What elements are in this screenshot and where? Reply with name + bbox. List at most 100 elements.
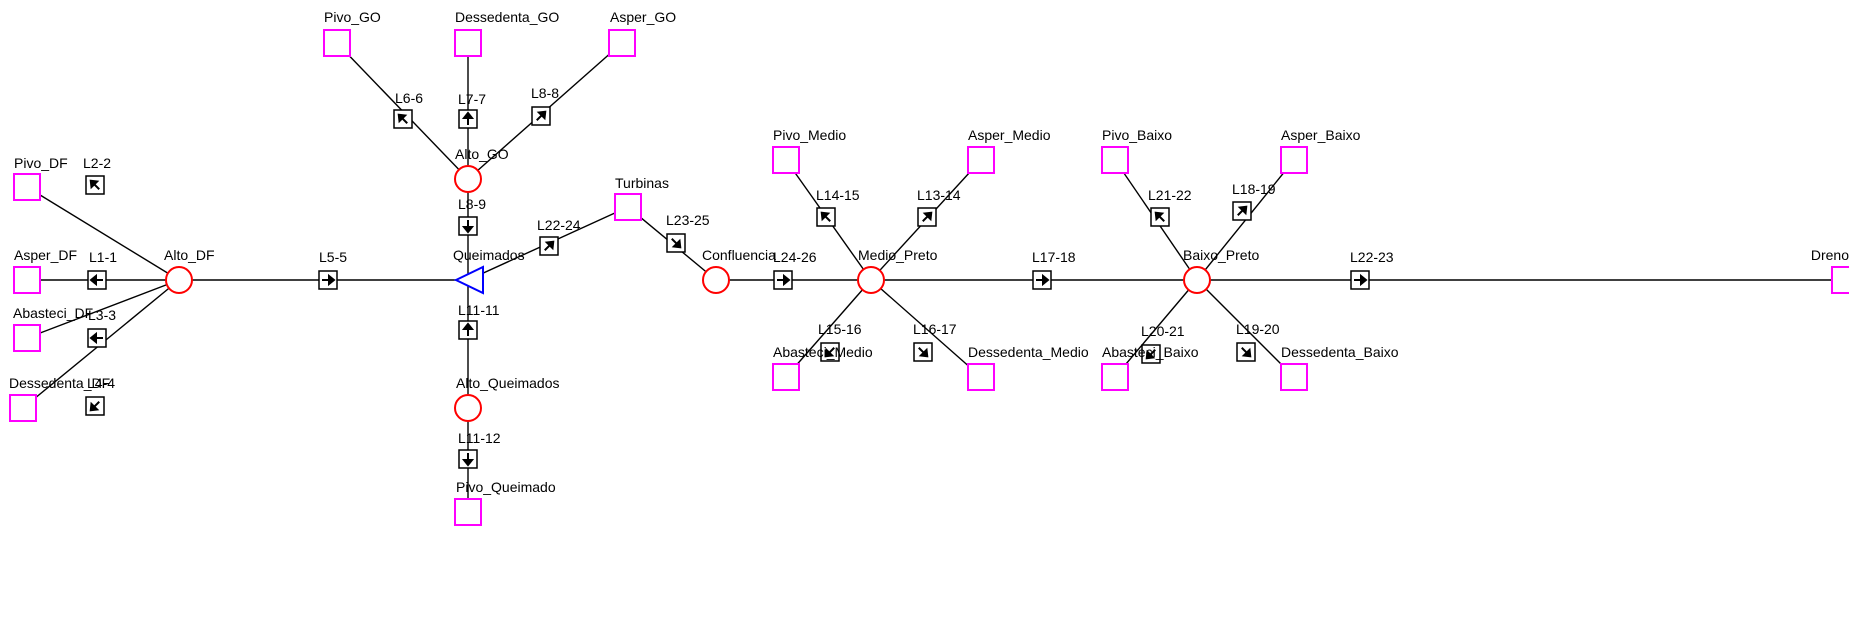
link-marker-l15-16[interactable] <box>820 342 840 362</box>
link-label-l2-2: L2-2 <box>83 155 111 171</box>
link-marker-l6-6[interactable] <box>393 109 413 129</box>
node-abasteci-baixo[interactable] <box>1101 363 1129 391</box>
arrow-left-icon <box>89 331 103 345</box>
link-line-l19-20[interactable] <box>1196 279 1295 378</box>
link-label-l14-15: L14-15 <box>816 187 860 203</box>
link-marker-l7-7[interactable] <box>458 109 478 129</box>
link-line-l2-2[interactable] <box>26 186 180 281</box>
node-asper-medio[interactable] <box>967 146 995 174</box>
node-label-asper-medio: Asper_Medio <box>968 127 1051 143</box>
node-alto-queimados[interactable] <box>454 394 482 422</box>
node-pivo-queimado[interactable] <box>454 498 482 526</box>
arrow-up-right-icon <box>922 211 933 222</box>
arrow-right-icon <box>777 273 791 287</box>
link-label-l8-9: L8-9 <box>458 196 486 212</box>
link-marker-l11-12[interactable] <box>458 449 478 469</box>
link-marker-l16-17[interactable] <box>913 342 933 362</box>
link-marker-l8-9[interactable] <box>458 216 478 236</box>
node-label-baixo-preto: Baixo_Preto <box>1183 247 1259 263</box>
link-marker-l4-4[interactable] <box>85 396 105 416</box>
node-label-alto-df: Alto_DF <box>164 247 215 263</box>
link-marker-l22-24[interactable] <box>539 236 559 256</box>
link-line-l15-16[interactable] <box>785 279 872 378</box>
link-marker-l13-14[interactable] <box>917 207 937 227</box>
arrow-down-left-icon <box>824 347 835 358</box>
square-icon <box>13 266 41 294</box>
square-icon <box>967 146 995 174</box>
square-icon <box>614 193 642 221</box>
node-alto-df[interactable] <box>165 266 193 294</box>
labels-layer: Pivo_DFAsper_DFAbasteci_DFDessedenta_DFA… <box>9 9 1849 495</box>
square-icon <box>1831 266 1849 294</box>
link-marker-l24-26[interactable] <box>773 270 793 290</box>
node-alto-go[interactable] <box>454 165 482 193</box>
node-dessedenta-df[interactable] <box>9 394 37 422</box>
node-confluencia[interactable] <box>702 266 730 294</box>
node-queimados[interactable] <box>453 265 484 295</box>
link-label-l8-8: L8-8 <box>531 85 559 101</box>
link-marker-l14-15[interactable] <box>816 207 836 227</box>
node-pivo-go[interactable] <box>323 29 351 57</box>
node-asper-df[interactable] <box>13 266 41 294</box>
link-marker-l20-21[interactable] <box>1141 344 1161 364</box>
node-label-pivo-medio: Pivo_Medio <box>773 127 846 143</box>
node-abasteci-medio[interactable] <box>772 363 800 391</box>
link-label-l5-5: L5-5 <box>319 249 347 265</box>
node-pivo-medio[interactable] <box>772 146 800 174</box>
node-label-asper-baixo: Asper_Baixo <box>1281 127 1361 143</box>
node-abasteci-df[interactable] <box>13 324 41 352</box>
node-label-pivo-baixo: Pivo_Baixo <box>1102 127 1172 143</box>
link-marker-l17-18[interactable] <box>1032 270 1052 290</box>
link-line-l3-3[interactable] <box>26 279 180 339</box>
node-label-dreno: Dreno <box>1811 247 1849 263</box>
link-marker-l5-5[interactable] <box>318 270 338 290</box>
node-asper-go[interactable] <box>608 29 636 57</box>
square-icon <box>13 324 41 352</box>
square-icon <box>1101 146 1129 174</box>
node-dessedenta-baixo[interactable] <box>1280 363 1308 391</box>
link-label-l17-18: L17-18 <box>1032 249 1076 265</box>
arrow-up-icon <box>461 322 475 336</box>
node-turbinas[interactable] <box>614 193 642 221</box>
node-baixo-preto[interactable] <box>1183 266 1211 294</box>
circle-icon <box>165 266 193 294</box>
links-layer <box>22 42 1845 512</box>
node-dessedenta-go[interactable] <box>454 29 482 57</box>
square-icon <box>9 394 37 422</box>
arrow-up-icon <box>461 111 475 125</box>
link-marker-l23-25[interactable] <box>666 233 686 253</box>
node-dreno[interactable] <box>1831 266 1849 294</box>
link-marker-l1-1[interactable] <box>87 270 107 290</box>
link-marker-l11-11[interactable] <box>458 320 478 340</box>
node-dessedenta-medio[interactable] <box>967 363 995 391</box>
square-icon <box>323 29 351 57</box>
link-label-l11-12: L11-12 <box>458 430 501 446</box>
link-line-l16-17[interactable] <box>870 279 982 378</box>
square-icon <box>454 29 482 57</box>
link-marker-l21-22[interactable] <box>1150 207 1170 227</box>
link-label-l4-4: L4-4 <box>87 375 115 391</box>
node-medio-preto[interactable] <box>857 266 885 294</box>
node-label-queimados: Queimados <box>453 247 525 263</box>
node-pivo-df[interactable] <box>13 173 41 201</box>
arrow-right-icon <box>322 273 336 287</box>
node-pivo-baixo[interactable] <box>1101 146 1129 174</box>
node-label-dessedenta-go: Dessedenta_GO <box>455 9 559 25</box>
link-label-l23-25: L23-25 <box>666 212 710 228</box>
link-line-l20-21[interactable] <box>1114 279 1198 378</box>
link-label-l19-20: L19-20 <box>1236 321 1280 337</box>
node-label-pivo-df: Pivo_DF <box>14 155 68 171</box>
node-asper-baixo[interactable] <box>1280 146 1308 174</box>
link-marker-l2-2[interactable] <box>85 175 105 195</box>
node-label-asper-df: Asper_DF <box>14 247 77 263</box>
link-marker-l8-8[interactable] <box>531 106 551 126</box>
arrow-down-icon <box>461 453 475 467</box>
link-label-l20-21: L20-21 <box>1141 323 1185 339</box>
link-marker-l19-20[interactable] <box>1236 342 1256 362</box>
link-marker-l18-19[interactable] <box>1232 201 1252 221</box>
link-label-l16-17: L16-17 <box>913 321 957 337</box>
link-marker-l22-23[interactable] <box>1350 270 1370 290</box>
arrow-down-icon <box>461 220 475 234</box>
link-marker-l3-3[interactable] <box>87 328 107 348</box>
